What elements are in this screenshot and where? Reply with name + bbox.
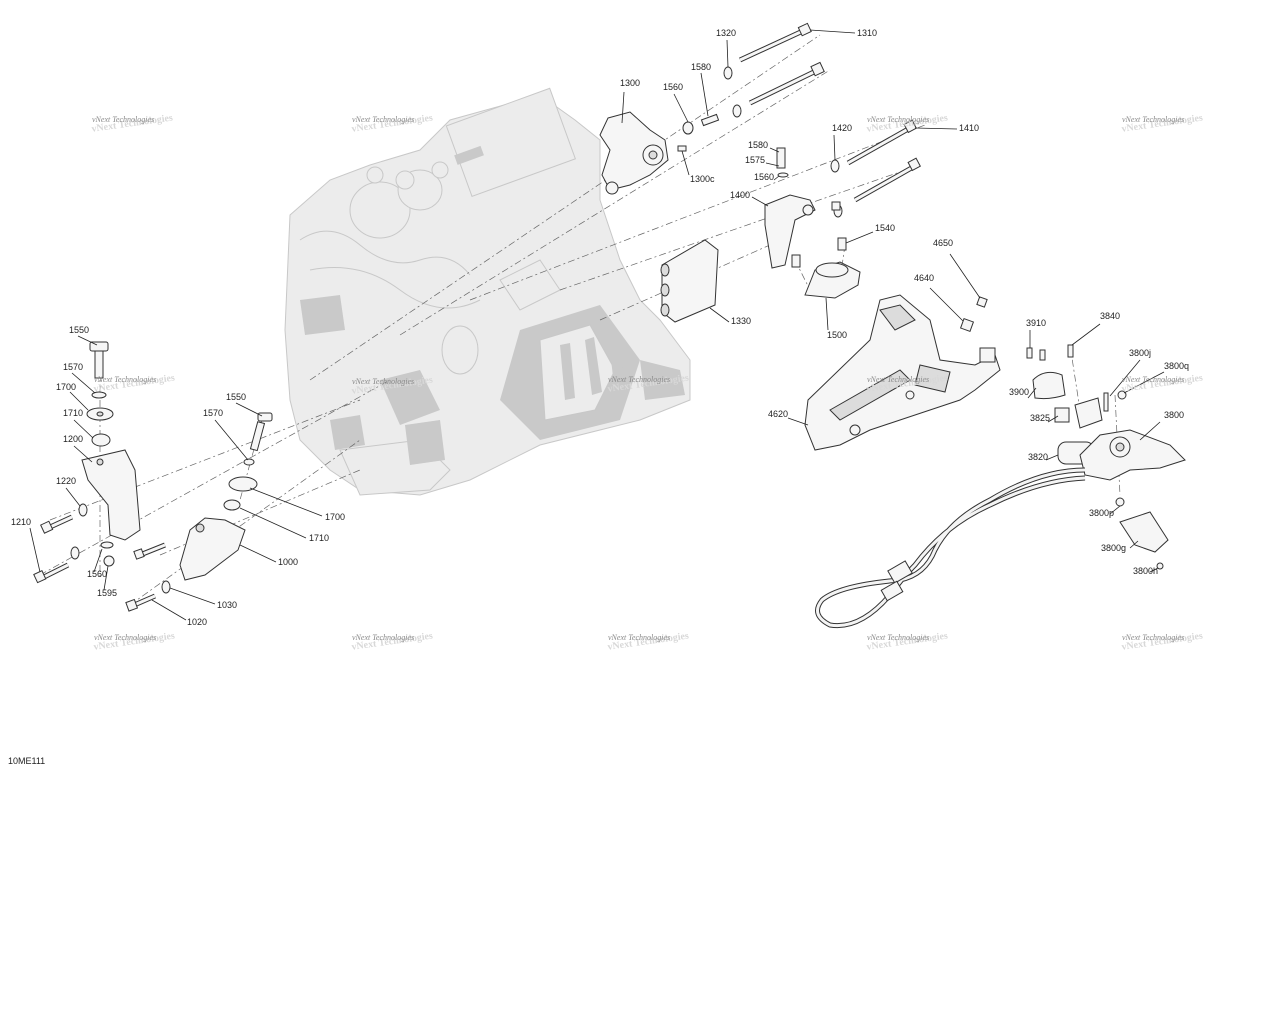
callout-3800q: 3800q	[1164, 361, 1189, 371]
engine-illustration	[284, 87, 691, 496]
callout-3900: 3900	[1009, 387, 1029, 397]
leader-lines	[29, 29, 1165, 621]
bolt-1310	[738, 22, 825, 106]
callout-1560: 1560	[754, 172, 774, 182]
callout-1700: 1700	[325, 512, 345, 522]
callout-3910: 3910	[1026, 318, 1046, 328]
callout-1300: 1300	[620, 78, 640, 88]
callout-3800p: 3800p	[1089, 508, 1114, 518]
callout-1330: 1330	[731, 316, 751, 326]
callout-1400: 1400	[730, 190, 750, 200]
callout-1310: 1310	[857, 28, 877, 38]
watermark: vNext Technologies	[94, 633, 156, 642]
watermark: vNext Technologies	[608, 633, 670, 642]
callout-1210: 1210	[11, 517, 31, 527]
callout-3800j: 3800j	[1129, 348, 1151, 358]
callout-3800g: 3800g	[1101, 543, 1126, 553]
mount-1200-group	[33, 341, 141, 584]
watermark: vNext Technologies	[1122, 115, 1184, 124]
callout-1320: 1320	[716, 28, 736, 38]
watermark: vNext Technologies	[92, 115, 154, 124]
callout-1550: 1550	[69, 325, 89, 335]
callout-1570: 1570	[203, 408, 223, 418]
callout-1575: 1575	[745, 155, 765, 165]
watermark: vNext Technologies	[352, 115, 414, 124]
callout-1410: 1410	[959, 123, 979, 133]
callout-4640: 4640	[914, 273, 934, 283]
callout-3820: 3820	[1028, 452, 1048, 462]
callout-1540: 1540	[875, 223, 895, 233]
callout-1030: 1030	[217, 600, 237, 610]
callout-1550: 1550	[226, 392, 246, 402]
throttle-3800	[815, 429, 1186, 629]
watermark: vNext Technologies	[867, 375, 929, 384]
watermark: vNext Technologies	[94, 375, 156, 384]
watermark: vNext Technologies	[1122, 375, 1184, 384]
callout-1710: 1710	[63, 408, 83, 418]
callout-1570: 1570	[63, 362, 83, 372]
callout-3800: 3800	[1164, 410, 1184, 420]
callout-1000: 1000	[278, 557, 298, 567]
airbox-4620	[804, 294, 1001, 451]
callout-3840: 3840	[1100, 311, 1120, 321]
callout-1595: 1595	[97, 588, 117, 598]
diagram-code: 10ME111	[8, 756, 45, 766]
callout-labels: 1320 1310 1580 1300 1560 1420 1410 1580 1575 1560…	[11, 28, 1189, 627]
callout-1220: 1220	[56, 476, 76, 486]
callout-3825: 3825	[1030, 413, 1050, 423]
callout-1580: 1580	[748, 140, 768, 150]
parts	[33, 22, 1186, 629]
callout-1700: 1700	[56, 382, 76, 392]
watermark: vNext Technologies	[867, 115, 929, 124]
callout-1500: 1500	[827, 330, 847, 340]
callout-1200: 1200	[63, 434, 83, 444]
mount-1000-group	[125, 412, 273, 612]
callout-1560: 1560	[87, 569, 107, 579]
callout-1560: 1560	[663, 82, 683, 92]
callout-1580: 1580	[691, 62, 711, 72]
callout-4650: 4650	[933, 238, 953, 248]
watermark: vNext Technologies	[352, 633, 414, 642]
callout-1020: 1020	[187, 617, 207, 627]
watermark: vNext Technologies	[867, 633, 929, 642]
callout-1420: 1420	[832, 123, 852, 133]
watermark: vNext Technologies	[352, 377, 414, 386]
bolt-1410	[846, 119, 921, 203]
watermark: vNext Technologies	[608, 375, 670, 384]
callout-1300c: 1300c	[690, 174, 715, 184]
callout-1710: 1710	[309, 533, 329, 543]
callout-3800h: 3800h	[1133, 566, 1158, 576]
callout-4620: 4620	[768, 409, 788, 419]
watermark: vNext Technologies	[1122, 633, 1184, 642]
